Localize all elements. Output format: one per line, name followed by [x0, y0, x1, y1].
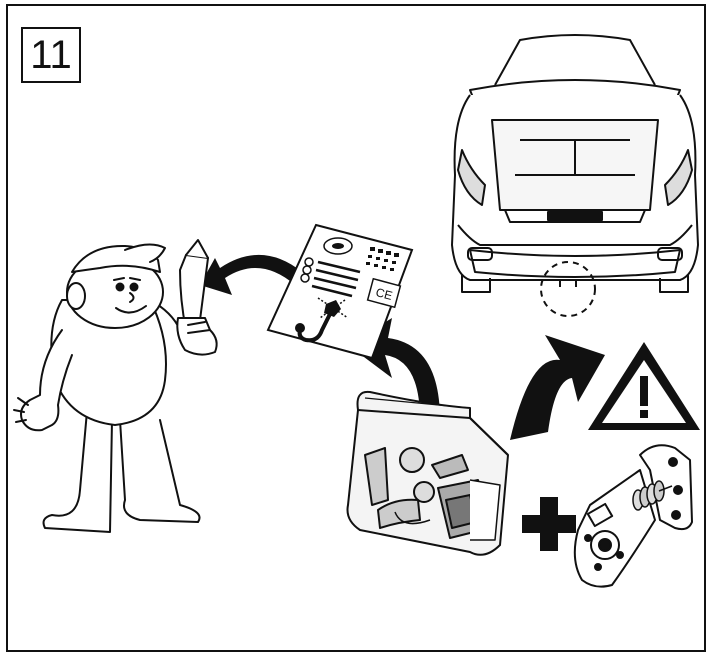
tow-point-mark — [560, 280, 576, 287]
person-holding-certificate — [14, 240, 217, 532]
car-rear-view — [452, 35, 698, 292]
certificate-document: CE — [268, 225, 412, 358]
step-number-box: 11 — [21, 27, 81, 83]
plus-icon — [522, 497, 576, 551]
arrow-to-car-icon — [510, 335, 605, 440]
mounting-bracket — [575, 445, 692, 586]
parts-bag — [348, 392, 509, 555]
step-number: 11 — [30, 33, 72, 78]
